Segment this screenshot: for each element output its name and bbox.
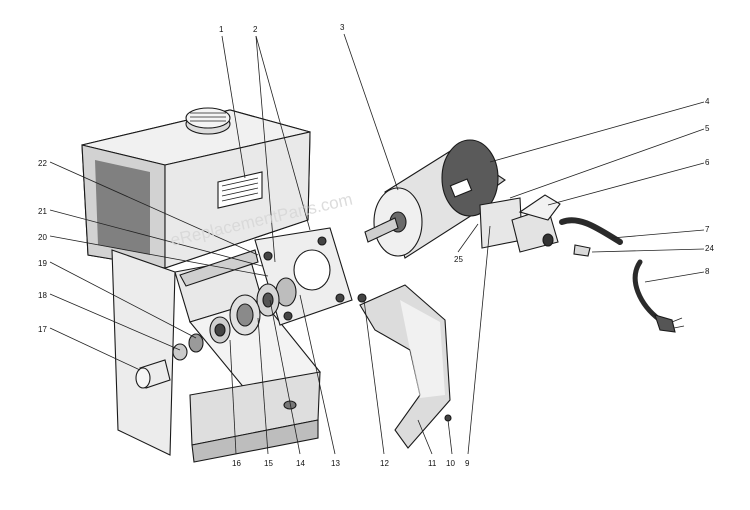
callout-6: 6 — [705, 158, 710, 167]
callout-21: 21 — [38, 207, 47, 216]
callout-2: 2 — [253, 25, 258, 34]
leader-lines — [49, 33, 705, 455]
callout-20: 20 — [38, 233, 47, 242]
callout-5: 5 — [705, 124, 710, 133]
callout-25: 25 — [454, 255, 463, 264]
callout-11: 11 — [428, 459, 437, 468]
callout-18: 18 — [38, 291, 47, 300]
callout-8: 8 — [705, 267, 710, 276]
callout-3: 3 — [340, 23, 345, 32]
switch-box — [479, 194, 561, 253]
callout-17: 17 — [38, 325, 47, 334]
starter-motor — [364, 139, 506, 259]
drive-assembly — [135, 277, 297, 389]
callout-12: 12 — [380, 459, 389, 468]
guard-cover — [357, 284, 452, 449]
callout-15: 15 — [264, 459, 273, 468]
callout-16: 16 — [232, 459, 241, 468]
fuel-tank — [81, 107, 311, 269]
decal-label — [217, 171, 263, 209]
callout-7: 7 — [705, 225, 710, 234]
power-cord — [559, 217, 685, 333]
callout-22: 22 — [38, 159, 47, 168]
callout-4: 4 — [705, 97, 710, 106]
callout-9: 9 — [465, 459, 470, 468]
callout-19: 19 — [38, 259, 47, 268]
callout-labels: 1 2 3 4 5 6 7 24 8 25 9 10 11 12 13 14 1… — [38, 23, 714, 468]
callout-13: 13 — [331, 459, 340, 468]
callout-10: 10 — [446, 459, 455, 468]
callout-14: 14 — [296, 459, 305, 468]
callout-24: 24 — [705, 244, 714, 253]
callout-1: 1 — [219, 25, 224, 34]
